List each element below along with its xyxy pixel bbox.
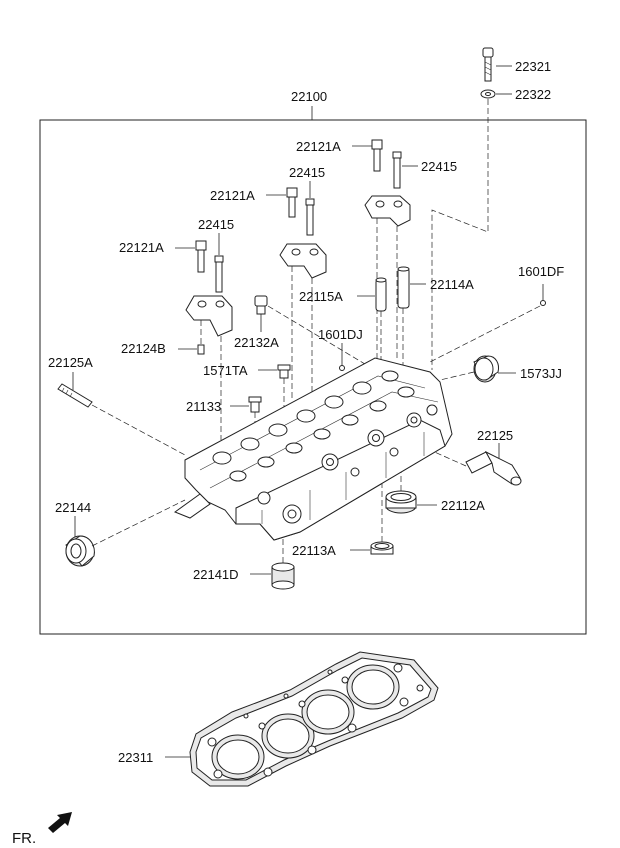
label-1601DJ: 1601DJ: [318, 327, 363, 342]
label-22125A: 22125A: [48, 355, 93, 370]
stud-22125A: [57, 383, 93, 408]
label-22100: 22100: [291, 89, 327, 104]
stud-22415-left: [214, 255, 224, 293]
sensor-22132A: [254, 295, 268, 315]
label-22113A: 22113A: [292, 543, 336, 558]
label-22141D: 22141D: [193, 567, 239, 582]
plug-22141D: [271, 562, 295, 590]
pin-22124B: [197, 344, 205, 355]
bracket-left: [185, 295, 233, 337]
nozzle-22125: [465, 450, 522, 486]
label-22415-left: 22415: [198, 217, 234, 232]
seal-22144: [65, 535, 95, 567]
label-22121A-upper: 22121A: [296, 139, 341, 154]
stud-22415-upper: [392, 151, 402, 189]
label-22124B: 22124B: [121, 341, 166, 356]
bolt-22121A-left: [195, 240, 207, 273]
ring-22112A: [385, 490, 417, 514]
label-22112A: 22112A: [441, 498, 485, 513]
front-direction-arrow-icon: [48, 812, 72, 833]
label-front-direction: FR.: [12, 830, 36, 847]
label-22415-middle: 22415: [289, 165, 325, 180]
bolt-22321: [482, 47, 494, 82]
cap-1573JJ: [473, 355, 499, 383]
cylinder-head: [173, 357, 453, 541]
label-22144: 22144: [55, 500, 91, 515]
assembly-frame: [39, 119, 587, 635]
plug-21133: [248, 396, 262, 413]
washer-22322: [480, 89, 496, 99]
label-22121A-left: 22121A: [119, 240, 164, 255]
plug-1601DF: [540, 300, 546, 306]
label-22322: 22322: [515, 87, 551, 102]
label-22321: 22321: [515, 59, 551, 74]
label-21133: 21133: [186, 399, 221, 414]
label-22415-upper: 22415: [421, 159, 457, 174]
label-22114A: 22114A: [430, 277, 474, 292]
label-1571TA: 1571TA: [203, 363, 248, 378]
head-gasket-22311: [189, 651, 439, 787]
bracket-middle: [279, 243, 327, 279]
label-22132A: 22132A: [234, 335, 279, 350]
ring-22113A: [370, 541, 394, 555]
sleeve-22115A: [375, 277, 387, 312]
label-22121A-middle: 22121A: [210, 188, 255, 203]
bolt-22121A-middle: [286, 187, 298, 218]
label-22115A: 22115A: [299, 289, 343, 304]
sleeve-22114A: [397, 266, 410, 309]
bolt-22121A-upper: [371, 139, 383, 172]
bracket-upper: [364, 195, 411, 227]
label-1601DF: 1601DF: [518, 264, 564, 279]
label-1573JJ: 1573JJ: [520, 366, 562, 381]
label-22125: 22125: [477, 428, 513, 443]
plug-1601DJ: [339, 365, 345, 371]
stud-22415-middle: [305, 198, 315, 236]
label-22311: 22311: [118, 750, 153, 765]
plug-1571TA: [277, 364, 291, 379]
